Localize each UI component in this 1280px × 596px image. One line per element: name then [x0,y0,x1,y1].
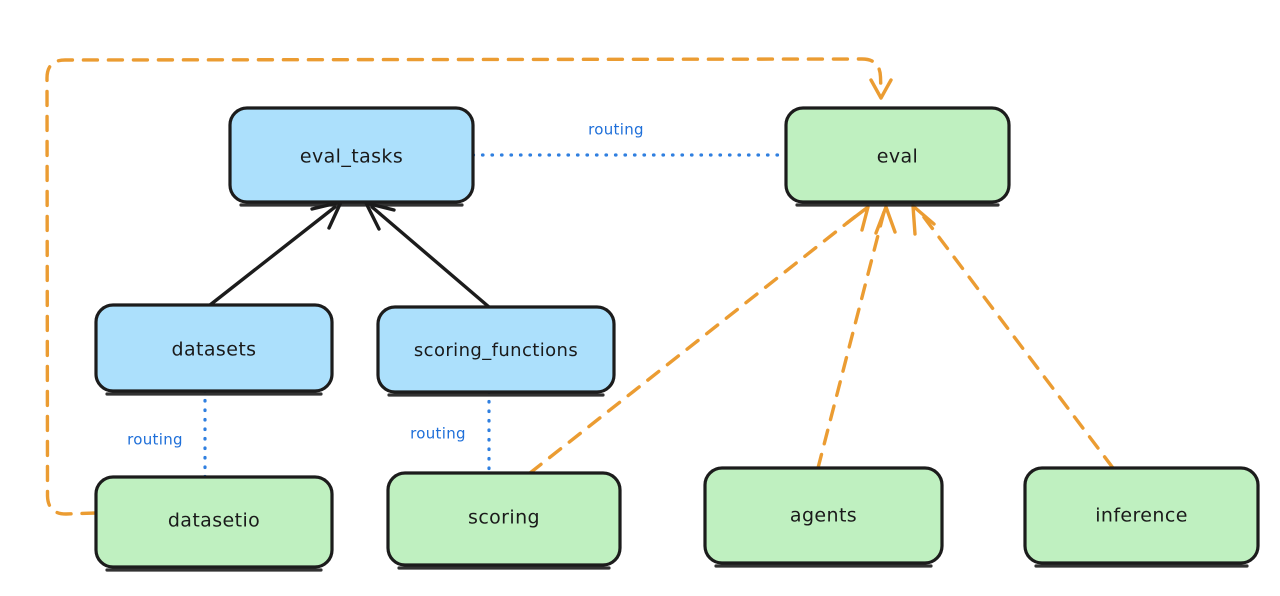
node-eval[interactable]: eval [784,106,1011,207]
edge-label-routing-eval: routing [588,121,644,139]
edge-label-layer: routing routing routing [127,121,644,449]
node-eval-label: eval [877,146,918,168]
node-eval-tasks-label: eval_tasks [300,146,403,168]
edge-scoring-functions-to-eval-tasks [364,201,491,309]
node-eval-tasks[interactable]: eval_tasks [228,106,475,207]
node-scoring-label: scoring [468,507,540,529]
node-layer: eval_tasks eval datasets scoring_functio… [94,106,1260,572]
node-datasets[interactable]: datasets [94,303,334,396]
node-datasets-label: datasets [172,339,257,361]
node-scoring[interactable]: scoring [386,471,622,570]
edge-scoring-to-eval [528,205,870,475]
edge-label-routing-scoring: routing [410,425,466,443]
edge-inference-to-eval [911,204,1115,470]
node-inference-label: inference [1095,505,1188,527]
node-datasetio[interactable]: datasetio [94,475,334,572]
edge-label-routing-datasetio: routing [127,431,183,449]
edge-datasetio-to-eval [45,57,893,516]
edge-datasets-to-eval-tasks [208,200,343,307]
node-scoring-functions-label: scoring_functions [414,340,578,361]
node-inference[interactable]: inference [1023,466,1260,568]
edge-agents-to-eval [816,205,897,470]
node-datasetio-label: datasetio [168,510,260,532]
node-scoring-functions[interactable]: scoring_functions [376,305,616,397]
node-agents[interactable]: agents [703,466,944,568]
node-agents-label: agents [790,505,857,527]
